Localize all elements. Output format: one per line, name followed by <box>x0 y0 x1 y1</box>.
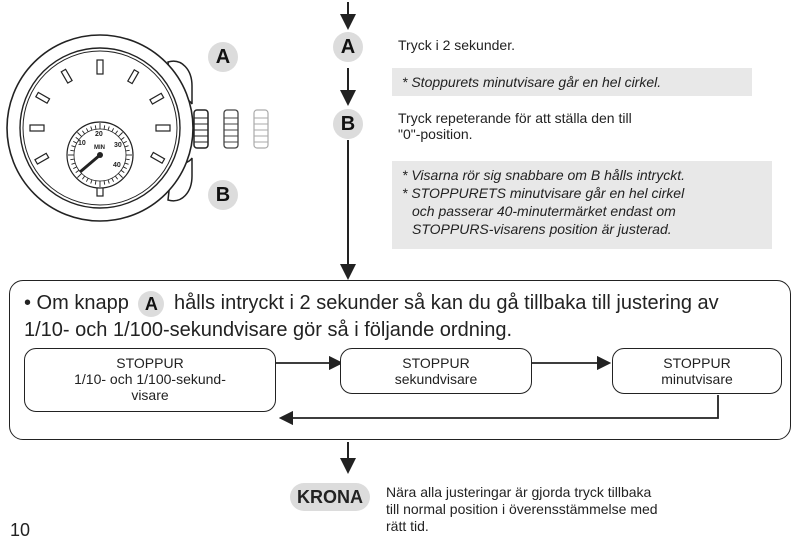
return-line1-rest: hålls intryckt i 2 sekunder så kan du gå… <box>173 292 719 314</box>
flow-box-fraction-second: STOPPUR 1/10- och 1/100-sekund- visare <box>24 348 276 412</box>
step-a-note: * Stoppurets minutvisare går en hel cirk… <box>392 68 752 96</box>
subdial-tick <box>71 145 76 148</box>
subdial-tick <box>103 180 106 185</box>
subdial-tick <box>77 173 82 178</box>
subdial-tick <box>125 158 130 161</box>
subdial-tick <box>85 177 89 182</box>
subdial-min-label: MIN <box>94 145 105 151</box>
subdial-tick <box>82 130 86 135</box>
subdial-tick <box>120 169 125 173</box>
crown-instruction-2: till normal position i överensstämmelse … <box>386 501 658 517</box>
subdial-tick <box>124 145 129 148</box>
subdial-tick <box>114 130 118 135</box>
flow-box-2-line1: STOPPUR <box>402 355 470 371</box>
watch-button-b-label: B <box>208 180 238 210</box>
return-bullet-prefix: • Om knapp <box>24 292 129 314</box>
flow-box-1-line1: STOPPUR <box>116 355 184 371</box>
subdial-number-10: 10 <box>78 140 86 147</box>
return-line2: 1/10- och 1/100-sekundvisare gör så i fö… <box>24 318 513 341</box>
subdial-tick <box>85 128 89 133</box>
step-b-note-3: och passerar 40-minutermärket endast om <box>412 203 676 219</box>
step-a-note-text: * Stoppurets minutvisare går en hel cirk… <box>402 74 662 90</box>
flow-box-3-line1: STOPPUR <box>663 355 731 371</box>
crown-label: KRONA <box>290 483 370 511</box>
subdial-tick <box>125 149 130 152</box>
subdial-tick <box>75 137 80 141</box>
step-a-badge: A <box>333 32 363 62</box>
subdial-tick <box>71 162 76 165</box>
step-b-note-1: * Visarna rör sig snabbare om B hålls in… <box>402 167 685 183</box>
subdial-tick <box>111 128 115 133</box>
step-b-instruction-1: Tryck repeterande för att ställa den til… <box>398 110 632 126</box>
subdial-tick <box>114 175 118 180</box>
watch-illustration <box>6 34 269 222</box>
subdial-number-20: 20 <box>95 131 103 138</box>
return-instruction-text: • Om knapp A hålls intryckt i 2 sekunder… <box>24 290 784 343</box>
step-b-note-4: STOPPURS-visarens position är justerad. <box>412 221 672 237</box>
return-button-a-badge: A <box>138 290 165 317</box>
subdial-tick <box>70 149 75 152</box>
flow-box-2-line2: sekundvisare <box>394 371 478 387</box>
subdial-tick <box>111 177 115 182</box>
page-number: 10 <box>10 520 31 540</box>
step-b-note: * Visarna rör sig snabbare om B hålls in… <box>392 161 772 249</box>
subdial-tick <box>73 166 78 170</box>
step-b-note-2: * STOPPURETS minutvisare går en hel cirk… <box>402 185 685 201</box>
subdial-tick <box>94 125 97 130</box>
flow-box-minute-hand: STOPPUR minutvisare <box>612 348 782 394</box>
subdial-tick <box>90 179 93 184</box>
flow-box-1-line2: 1/10- och 1/100-sekund- <box>74 371 226 387</box>
subdial-number-30: 30 <box>114 142 122 149</box>
step-b-instruction-2: "0"-position. <box>398 126 473 142</box>
step-a-instruction: Tryck i 2 sekunder. <box>398 37 515 53</box>
subdial-tick <box>122 140 127 144</box>
subdial-tick <box>90 126 93 131</box>
return-instruction-box <box>9 280 791 440</box>
subdial-tick <box>70 158 75 161</box>
flow-box-1-line3: visare <box>131 387 169 403</box>
subdial-tick <box>77 132 82 137</box>
subdial-tick <box>73 140 78 144</box>
subdial-tick <box>118 173 123 178</box>
subdial-tick <box>107 126 110 131</box>
subdial-tick <box>75 169 80 173</box>
crown-instruction-1: Nära alla justeringar är gjorda tryck ti… <box>386 484 652 500</box>
crown-instruction-3: rätt tid. <box>386 518 429 534</box>
subdial-tick <box>82 175 86 180</box>
crown-icon <box>193 109 269 149</box>
flow-box-second-hand: STOPPUR sekundvisare <box>340 348 532 394</box>
subdial-tick <box>94 180 97 185</box>
flow-box-3-line2: minutvisare <box>661 371 733 387</box>
subdial-tick <box>124 162 129 165</box>
subdial-tick <box>118 132 123 137</box>
subdial-tick <box>122 166 127 170</box>
subdial-tick <box>120 137 125 141</box>
subdial-tick <box>103 125 106 130</box>
watch-button-a-label: A <box>208 42 238 72</box>
step-b-badge: B <box>333 109 363 139</box>
subdial-number-40: 40 <box>113 162 121 169</box>
subdial-tick <box>107 179 110 184</box>
